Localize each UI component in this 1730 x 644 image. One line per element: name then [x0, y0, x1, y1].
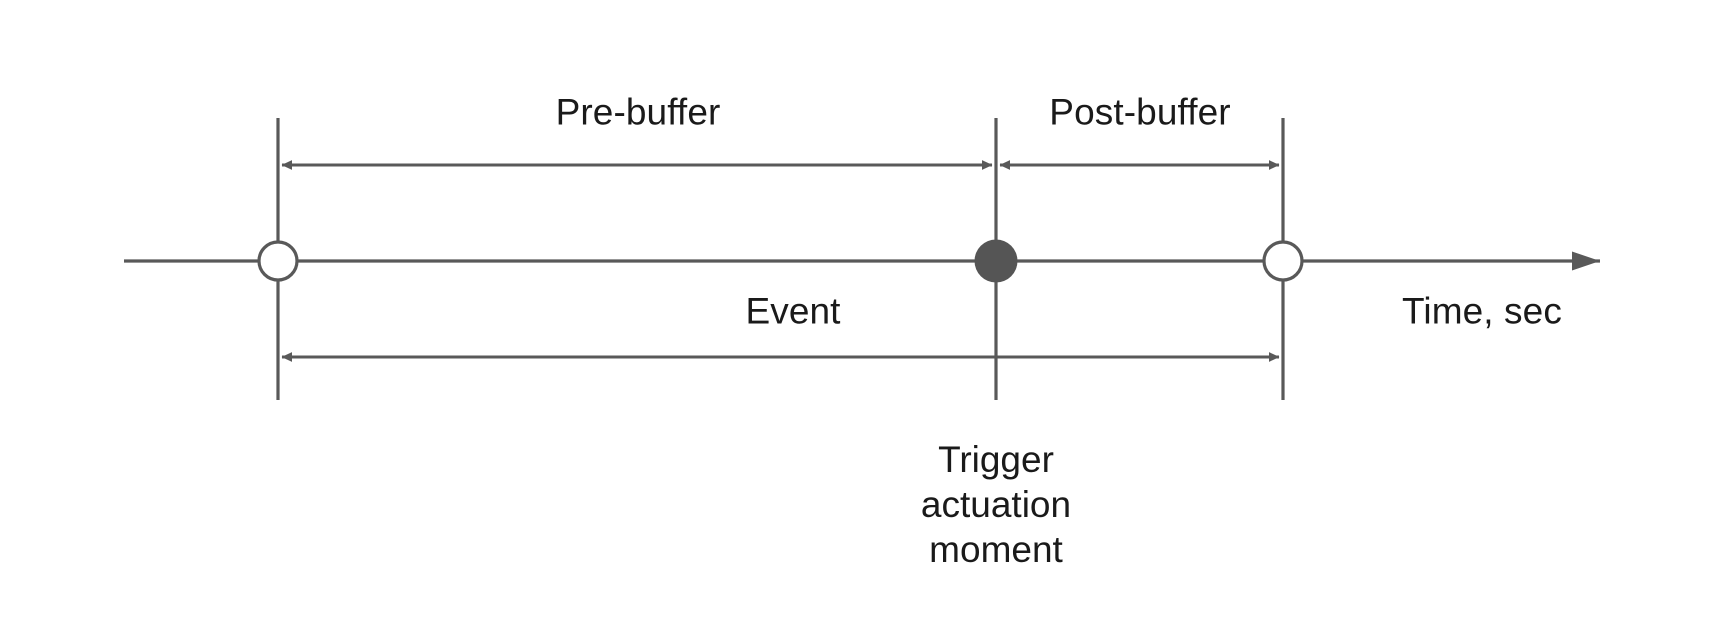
pre-buffer-label: Pre-buffer	[555, 91, 721, 133]
trigger-actuation-marker-icon	[974, 239, 1018, 283]
post-buffer-label: Post-buffer	[1049, 91, 1231, 133]
trigger-caption-line-2: actuation	[920, 484, 1072, 525]
trigger-caption-line-3: moment	[929, 529, 1063, 570]
event-start-marker-icon	[257, 240, 299, 282]
event-label: Event	[745, 290, 841, 332]
trigger-caption-line-1: Trigger	[938, 439, 1054, 480]
timeline-markers	[257, 239, 1304, 283]
event-end-marker-icon	[1262, 240, 1304, 282]
trigger-actuation-caption: Trigger actuation moment	[921, 437, 1071, 572]
time-axis-label: Time, sec	[1402, 290, 1562, 332]
